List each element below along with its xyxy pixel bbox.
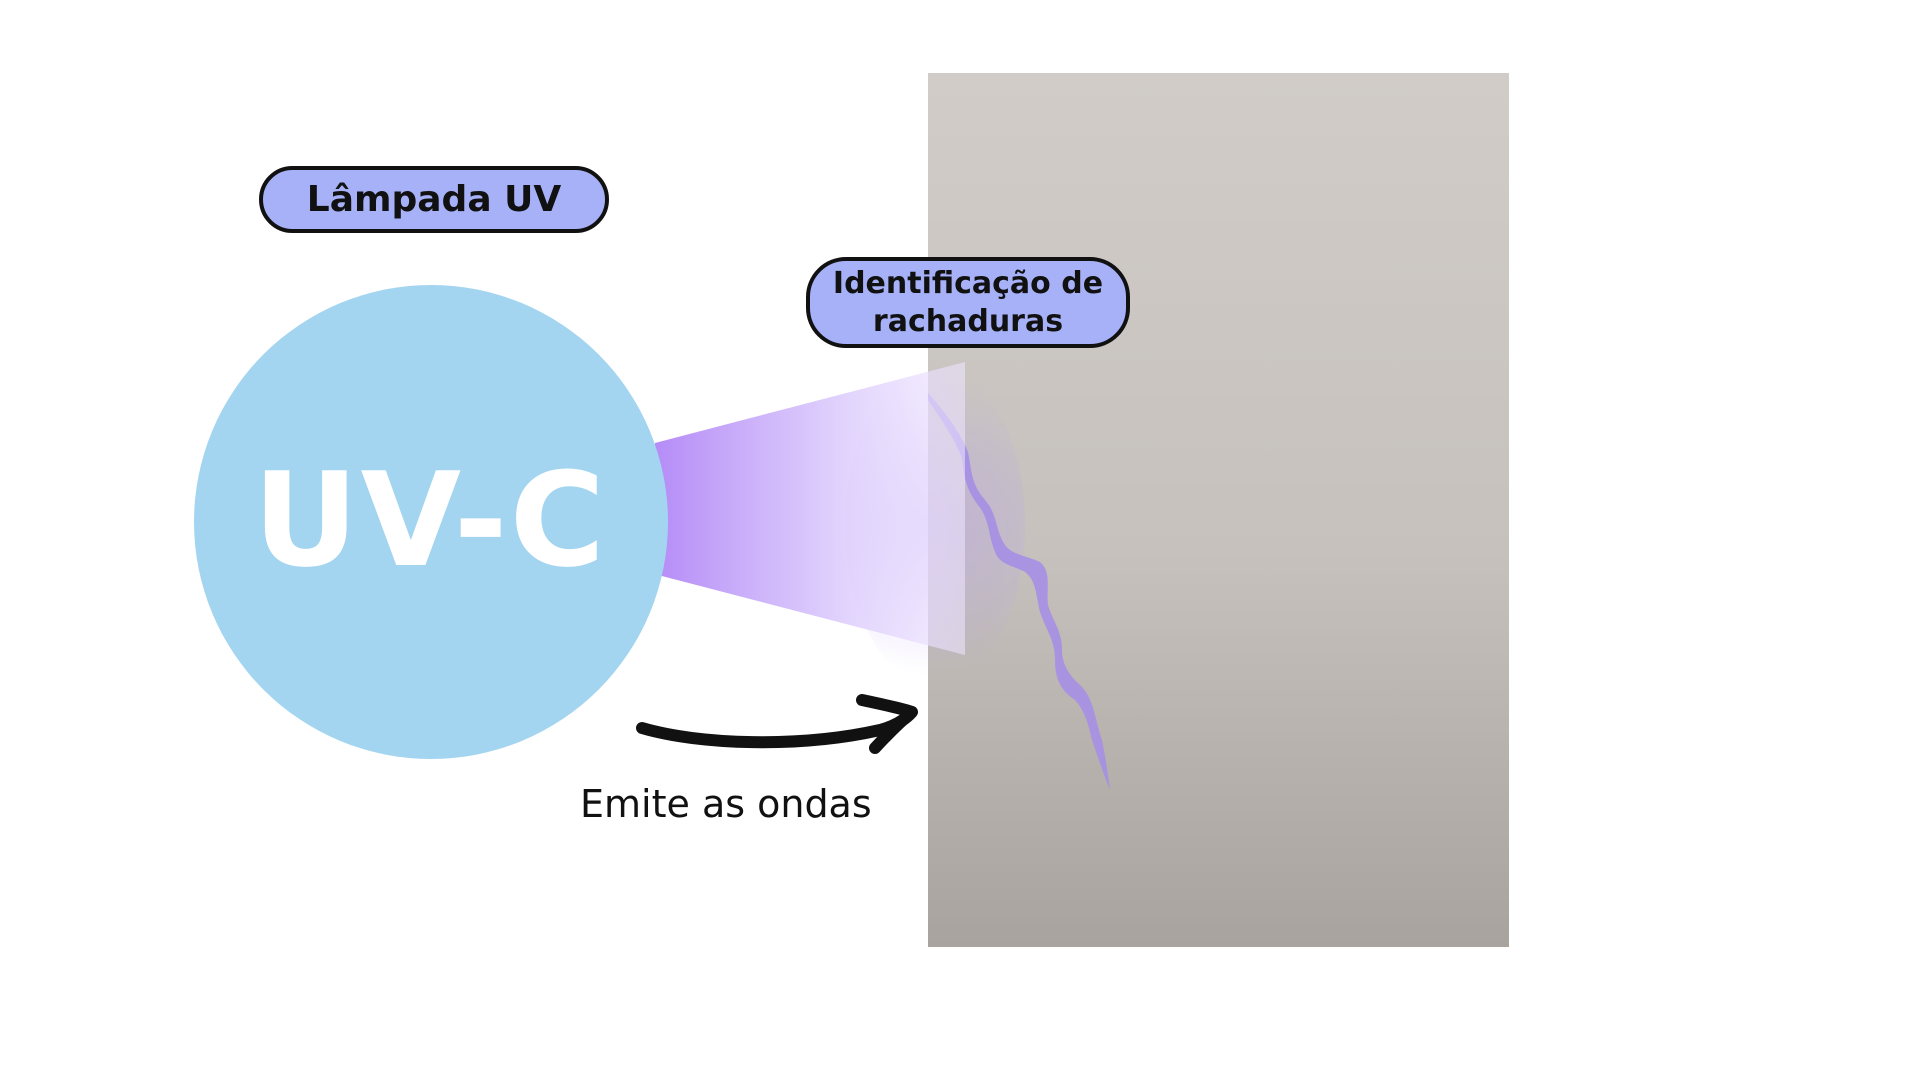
emission-arrow	[636, 694, 918, 754]
crack-identification-text: Identificação de rachaduras	[832, 265, 1104, 339]
uv-beam	[655, 362, 965, 655]
lamp-label-text: Lâmpada UV	[306, 179, 562, 220]
crack-identification-label: Identificação de rachaduras	[806, 257, 1130, 348]
crack-line	[928, 393, 1110, 790]
lamp-label: Lâmpada UV	[259, 166, 609, 233]
wall-surface	[928, 73, 1509, 947]
uv-lamp-circle	[194, 285, 668, 759]
uvc-symbol: UV-C	[252, 444, 608, 596]
emission-caption: Emite as ondas	[580, 782, 872, 826]
